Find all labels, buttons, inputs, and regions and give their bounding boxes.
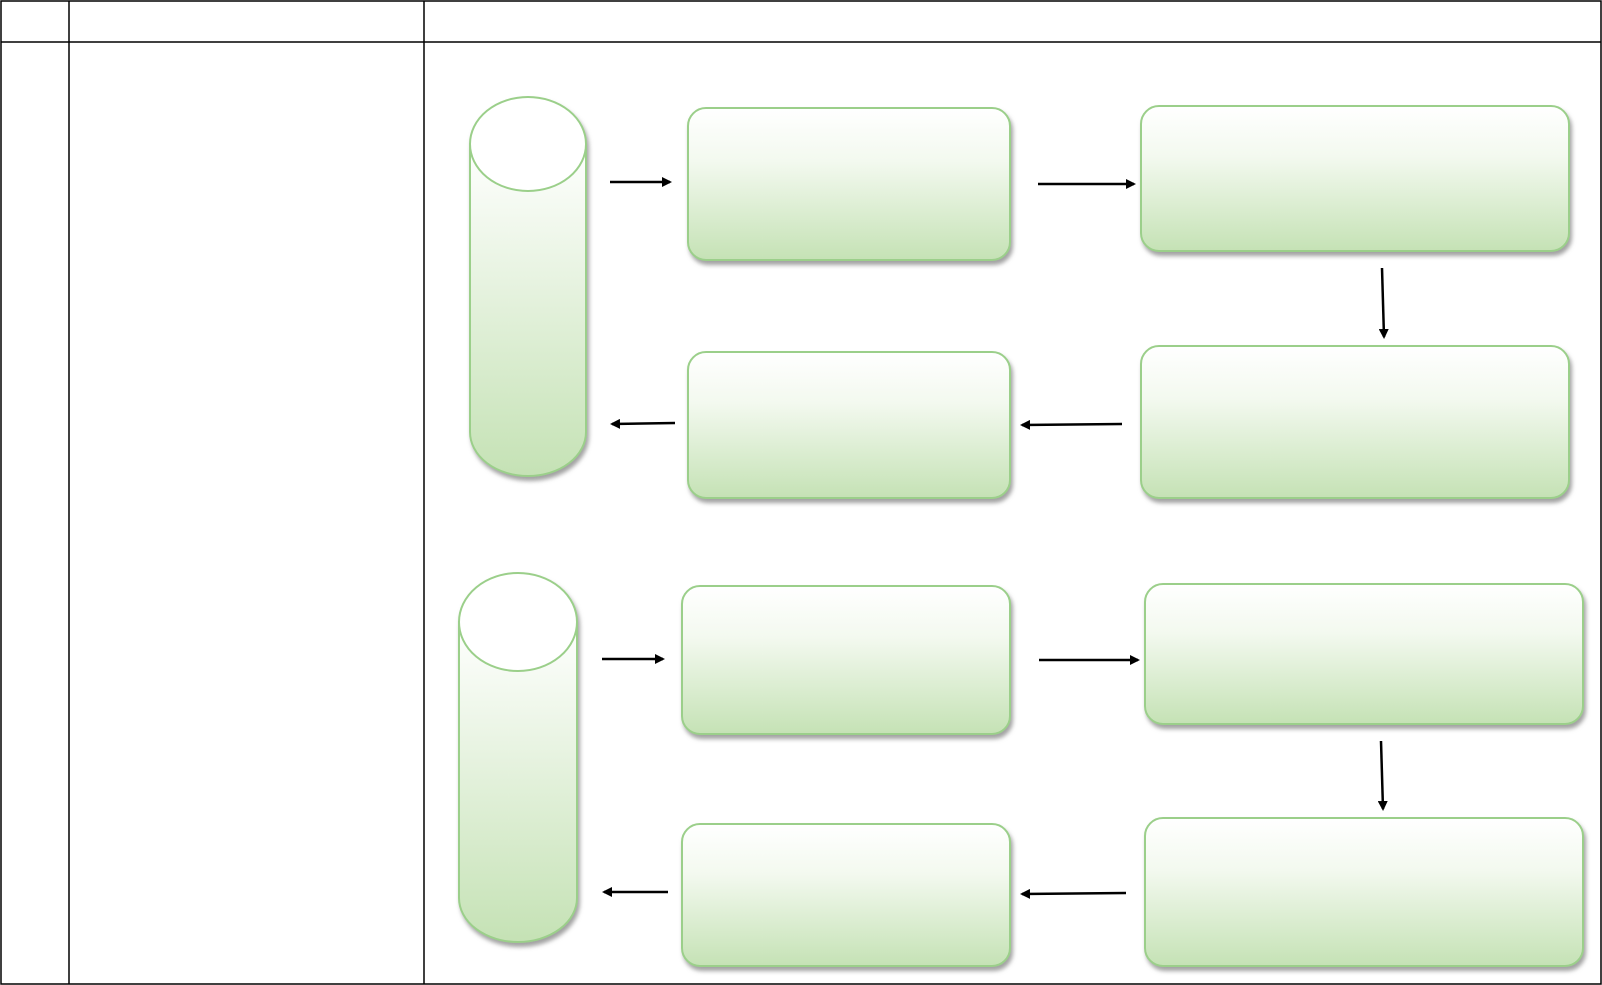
flow-2-box-1 [681, 585, 1011, 735]
flow-2-box-3 [1144, 817, 1584, 967]
flow-2-arrow-box-3-to-box-4 [1020, 888, 1127, 899]
flow-1-arrow-box-3-to-box-4 [1020, 419, 1123, 430]
flow-1-box-4 [687, 351, 1011, 499]
flow-1-arrow-box-2-to-box-3 [1378, 267, 1389, 339]
flow-1-box-2 [1140, 105, 1570, 252]
flow-1-box-1 [687, 107, 1011, 261]
flow-2-cylinder [458, 572, 578, 943]
flow-1-box-3 [1140, 345, 1570, 499]
flow-2 [458, 572, 1584, 967]
flow-2-box-2 [1144, 583, 1584, 725]
flow-1-cylinder [469, 96, 587, 477]
flow-2-arrow-box-2-to-box-3 [1377, 740, 1388, 811]
flow-2-box-4 [681, 823, 1011, 967]
flow-1-arrow-box-4-to-cylinder [610, 418, 676, 429]
flow-1 [469, 96, 1570, 499]
